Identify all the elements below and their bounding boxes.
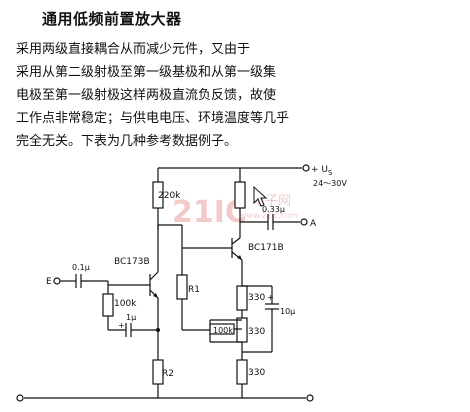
ground-terminal-left bbox=[16, 394, 24, 402]
capacitor-bypass: + 10μ bbox=[242, 285, 295, 353]
capacitor-input-label: 0.1μ bbox=[72, 263, 90, 272]
junction bbox=[156, 328, 160, 332]
input-terminal bbox=[53, 277, 61, 285]
q1-collector-wire bbox=[157, 224, 183, 248]
resistor-330-lower-label: 330 bbox=[248, 368, 265, 378]
output-label: A bbox=[310, 219, 317, 229]
resistor-330-upper: 330 bbox=[236, 285, 265, 318]
input-section: E 0.1μ bbox=[46, 263, 109, 288]
paragraph-line: 完全无关。下表为几种参考数据例子。 bbox=[16, 134, 238, 149]
capacitor-polarity: + bbox=[267, 293, 274, 302]
resistor-bias-100k: 100k bbox=[102, 285, 137, 330]
paragraph-line: 采用从第二级射极至第一级基极和从第一级集 bbox=[16, 65, 277, 80]
resistor-330-lower: 330 bbox=[236, 359, 265, 398]
potentiometer-label: 100k bbox=[213, 326, 233, 335]
resistor-collector-q2 bbox=[234, 168, 246, 238]
capacitor-feedback-label: 1μ bbox=[126, 313, 136, 322]
ground-terminal-right bbox=[306, 394, 314, 402]
capacitor-output: 0.33μ A bbox=[240, 205, 317, 230]
resistor-r2-label: R2 bbox=[162, 369, 174, 379]
capacitor-output-label: 0.33μ bbox=[262, 205, 285, 214]
watermark-url-text: www.21ic.com bbox=[240, 211, 298, 220]
capacitor-feedback: 1μ + bbox=[108, 313, 160, 337]
capacitor-polarity: + bbox=[118, 321, 125, 330]
transistor-q2-label: BC171B bbox=[248, 243, 284, 253]
resistor-330-middle: 330 bbox=[236, 317, 265, 360]
capacitor-bypass-label: 10μ bbox=[280, 307, 295, 316]
mouse-cursor-icon bbox=[253, 185, 268, 207]
resistor-220k: 220k bbox=[152, 168, 181, 272]
resistor-r1: R1 bbox=[176, 248, 210, 331]
resistor-r2: R2 bbox=[152, 359, 174, 398]
potentiometer-100k: 100k bbox=[209, 319, 242, 343]
resistor-330-middle-label: 330 bbox=[248, 327, 265, 337]
transistor-q1-label: BC173B bbox=[114, 257, 150, 267]
page-title: 通用低频前置放大器 bbox=[42, 10, 182, 28]
paragraph-line: 采用两级直接耦合从而减少元件，又由于 bbox=[16, 42, 251, 57]
supply-rail: + US 24～30V bbox=[158, 164, 347, 188]
resistor-r1-label: R1 bbox=[188, 285, 200, 295]
paragraph-line: 工作点非常稳定；与供电电压、环境温度等几乎 bbox=[16, 111, 290, 126]
resistor-330-upper-label: 330 bbox=[248, 293, 265, 303]
paragraph-line: 电极至第一级射极这样两极直流负反馈，故使 bbox=[16, 88, 277, 103]
resistor-220k-label: 220k bbox=[158, 191, 181, 201]
supply-terminal bbox=[302, 164, 310, 172]
supply-range-label: 24～30V bbox=[313, 179, 347, 188]
output-terminal bbox=[300, 218, 308, 226]
description-paragraph: 采用两级直接耦合从而减少元件，又由于 采用从第二级射极至第一级基极和从第一级集 … bbox=[16, 38, 460, 153]
resistor-bias-label: 100k bbox=[114, 299, 137, 309]
supply-label: + US bbox=[311, 165, 333, 177]
transistor-q2: BC171B bbox=[182, 237, 284, 286]
input-label: E bbox=[46, 277, 52, 287]
ground-rail bbox=[16, 394, 314, 402]
